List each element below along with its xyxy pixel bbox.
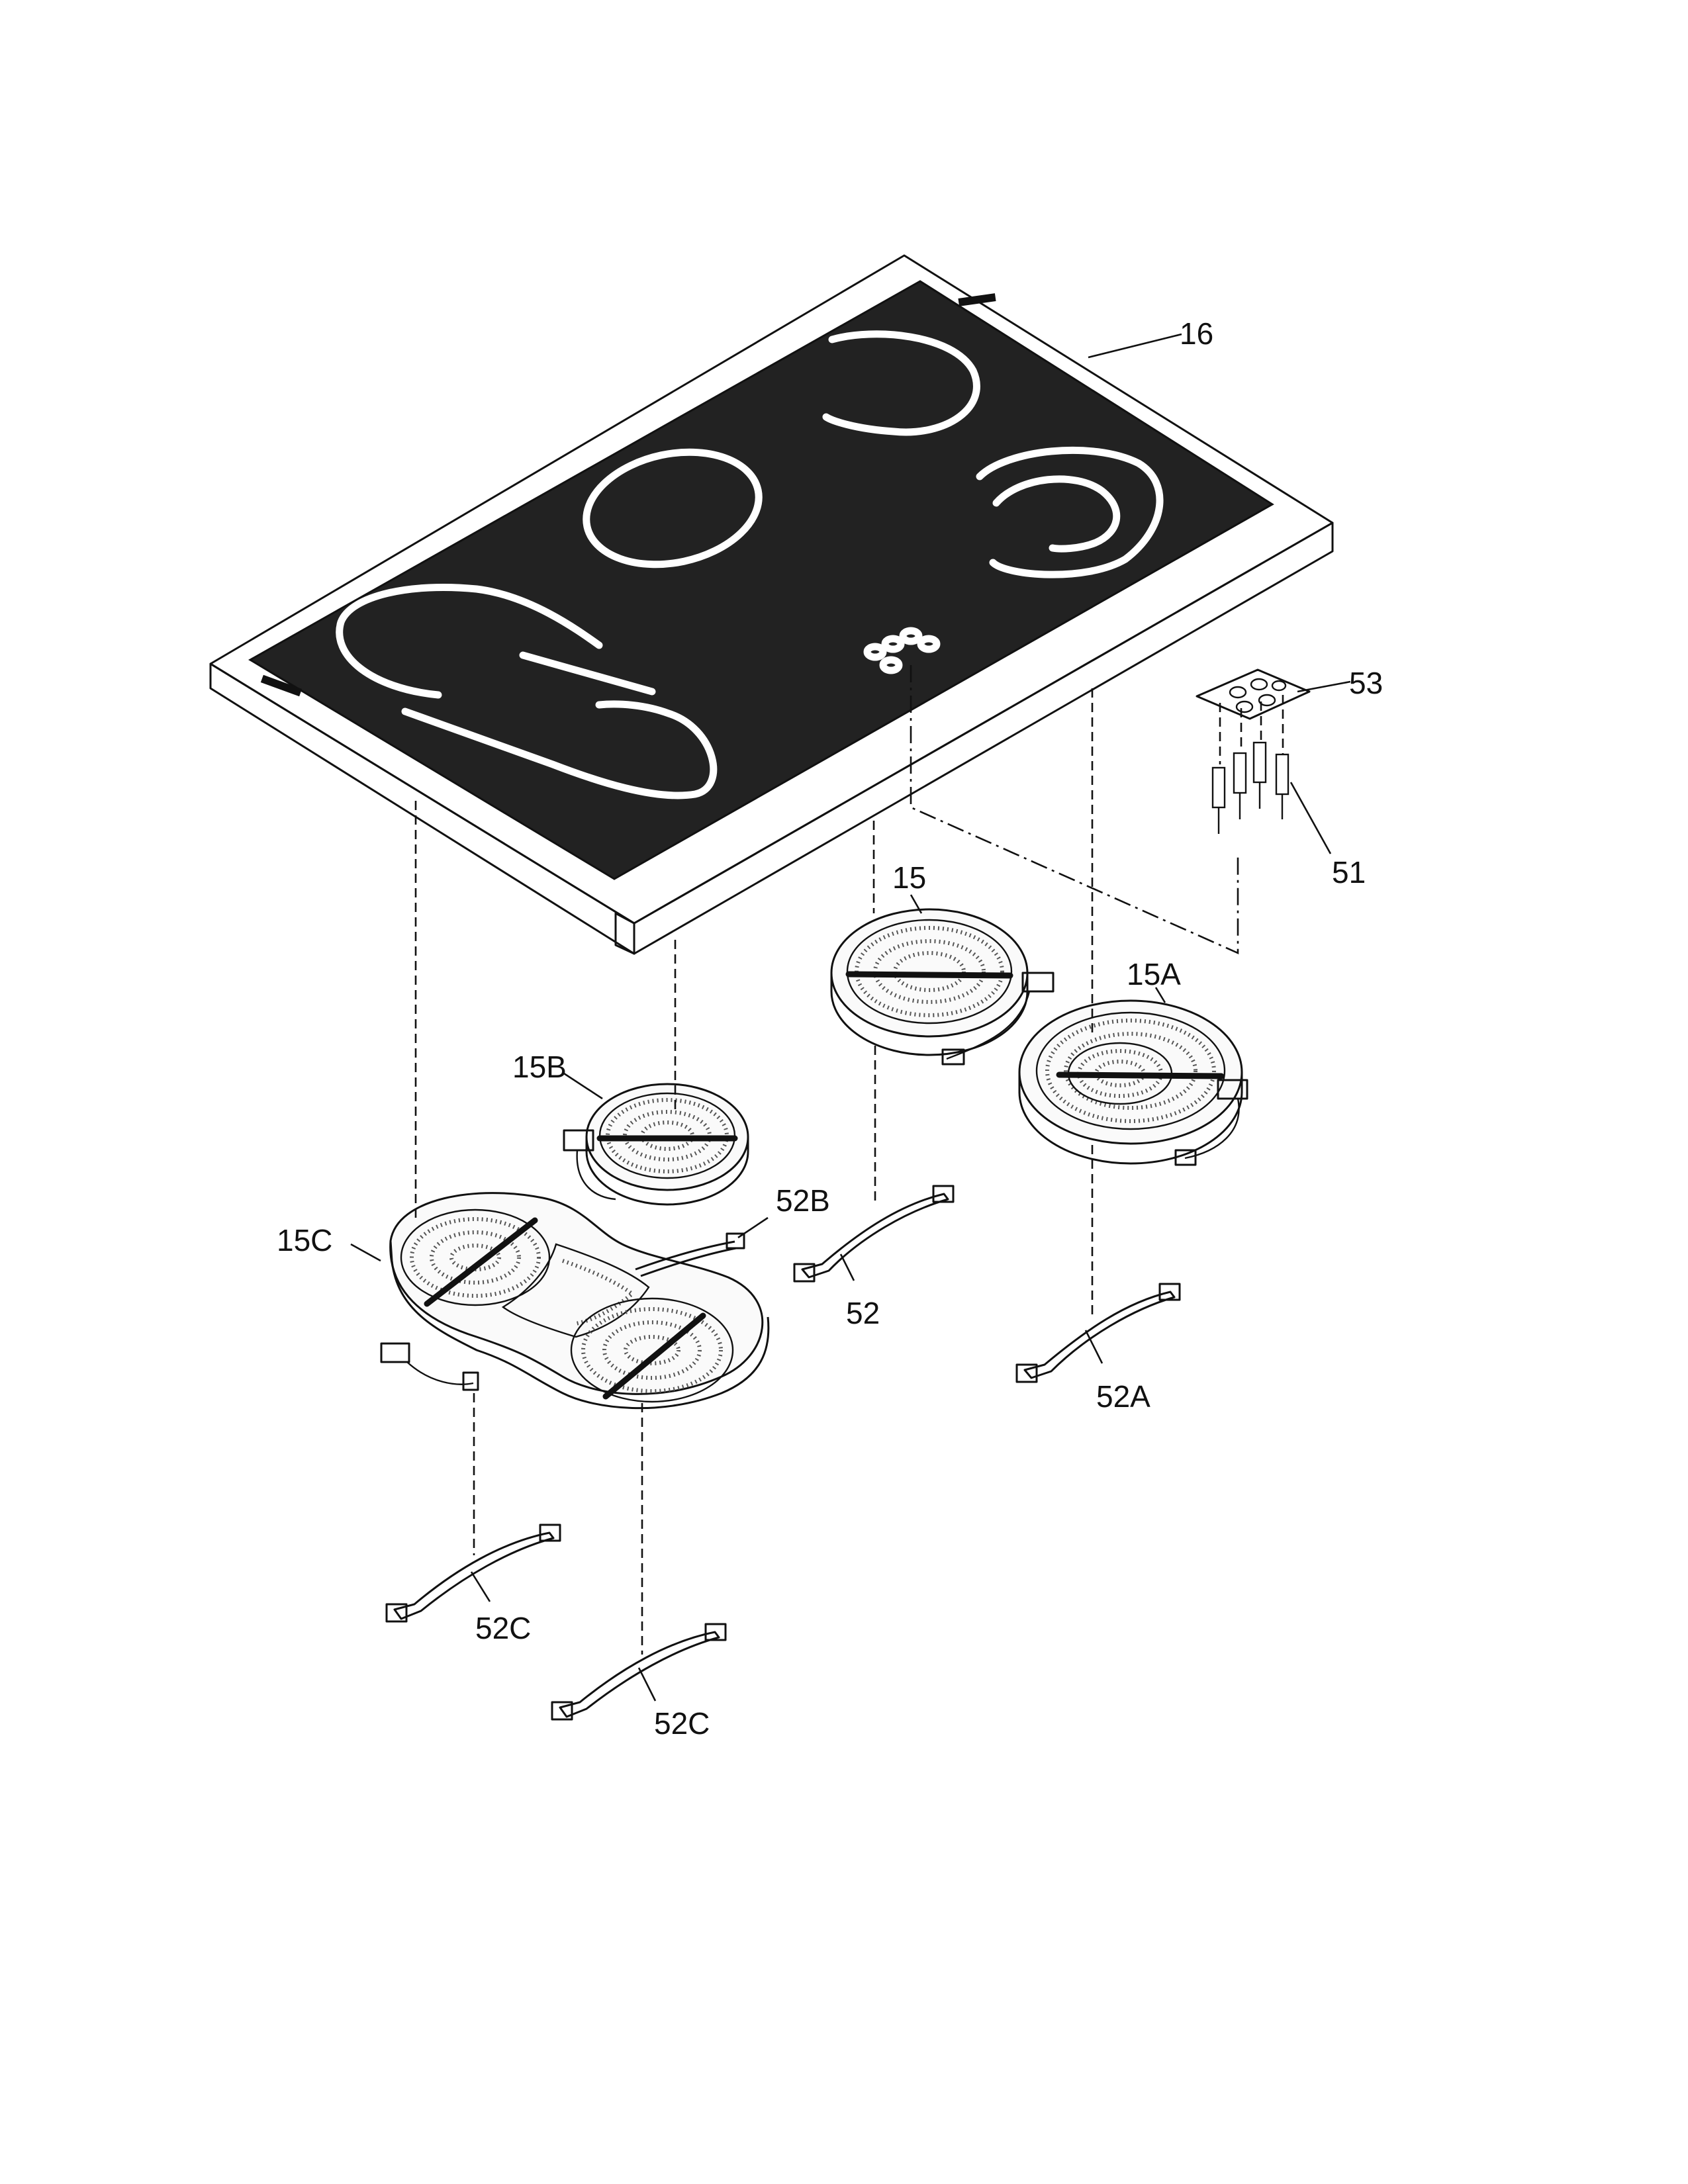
zone-marks <box>336 330 1164 799</box>
callout-52a: 52A <box>1096 1379 1150 1414</box>
switch-bracket-53 <box>1196 668 1311 720</box>
leader-lines <box>350 333 1351 1702</box>
radiant-element-15 <box>830 908 1055 1066</box>
callout-53: 53 <box>1349 666 1383 700</box>
bracket-52b <box>635 1232 745 1277</box>
bracket-52a <box>1015 1283 1181 1383</box>
glass-cooktop-surface <box>248 280 1274 880</box>
bracket-52c-upper <box>385 1524 561 1623</box>
callout-15: 15 <box>892 860 926 895</box>
callout-51: 51 <box>1332 855 1366 889</box>
callout-15a: 15A <box>1127 957 1181 991</box>
bracket-52c-lower <box>551 1623 727 1721</box>
callout-52c-lower: 52C <box>654 1706 710 1741</box>
radiant-element-15b <box>563 1083 749 1206</box>
logo-mark-rear <box>958 293 996 306</box>
logo-mark-front <box>260 674 303 697</box>
callout-52: 52 <box>846 1296 880 1330</box>
radiant-element-15a <box>1018 999 1248 1166</box>
callout-52b: 52B <box>776 1183 830 1218</box>
control-knob-holes <box>863 627 941 674</box>
bracket-52 <box>793 1185 955 1283</box>
callout-16: 16 <box>1180 316 1213 351</box>
radiant-element-15c-bridge <box>380 1192 770 1410</box>
callout-15b: 15B <box>512 1050 567 1084</box>
indicator-switches-51 <box>1211 695 1289 834</box>
explode-lines <box>414 665 1239 1655</box>
callout-15c: 15C <box>277 1223 332 1257</box>
callout-52c-upper: 52C <box>475 1611 531 1645</box>
cooktop-assembly <box>209 254 1334 955</box>
